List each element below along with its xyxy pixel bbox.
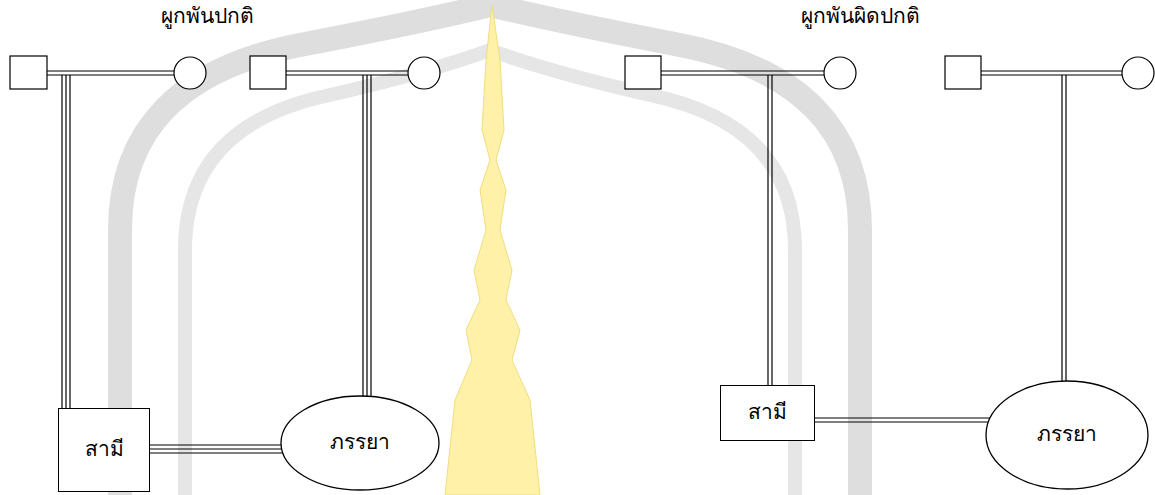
diagram-heading: ผูกพันปกติ (161, 4, 254, 29)
marriage-line (661, 70, 824, 71)
node-text: สามี (748, 400, 787, 425)
marriage-line (47, 70, 174, 71)
ellipse-shape (986, 381, 1148, 489)
descent-line (366, 75, 367, 396)
watermark-arch (120, 5, 860, 495)
female-ellipse: ภรรยา (985, 380, 1149, 490)
node-text: ภรรยา (1037, 422, 1097, 447)
descent-line (61, 75, 62, 408)
male-symbol (250, 56, 286, 89)
female-symbol (824, 57, 856, 89)
marriage-line (286, 70, 408, 71)
connector-line (150, 452, 283, 453)
connector-line (150, 448, 282, 449)
male-box: สามี (720, 385, 815, 441)
diagram-heading: ผูกพันผิดปกติ (801, 4, 920, 29)
male-symbol (10, 56, 47, 89)
marriage-line (661, 74, 824, 75)
marriage-line (981, 74, 1122, 75)
male-symbol (625, 56, 661, 89)
female-symbol (408, 57, 440, 89)
female-symbol (174, 57, 206, 89)
connector-line (815, 417, 990, 418)
marriage-line (981, 70, 1122, 71)
marriage-connector (815, 418, 990, 422)
descent-line (362, 75, 363, 397)
female-ellipse: ภรรยา (280, 395, 440, 491)
ellipse-shape (281, 396, 439, 490)
watermark-spire (445, 5, 540, 495)
descent-line (1065, 75, 1066, 381)
node-text: ภรรยา (330, 430, 390, 455)
female-symbol (1122, 57, 1154, 89)
connector-line (815, 421, 988, 422)
node-text: สามี (85, 437, 124, 462)
marriage-line (286, 74, 408, 75)
male-box: สามี (58, 408, 150, 492)
descent-line (767, 75, 768, 385)
marriage-connector (150, 445, 283, 453)
descent-line (1061, 75, 1062, 381)
descent-line (370, 75, 371, 397)
connector-line (150, 444, 281, 445)
descent-line (69, 75, 70, 408)
descent-line (771, 75, 772, 385)
descent-line (65, 75, 66, 408)
male-symbol (945, 56, 981, 89)
